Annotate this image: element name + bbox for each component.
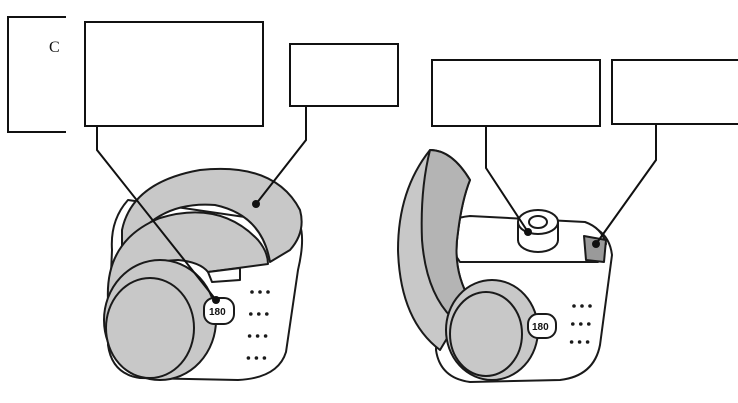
dose-counter-left: 180 <box>209 307 226 318</box>
vent-dot <box>580 304 584 308</box>
inhaler-closed-slot <box>207 267 241 283</box>
vent-dot <box>571 322 575 326</box>
leader-dot-3 <box>524 228 532 236</box>
vent-dot <box>257 312 261 316</box>
vent-dot <box>585 340 590 344</box>
vent-dot <box>262 356 267 360</box>
label-box-3 <box>431 59 601 127</box>
vent-dot <box>254 356 259 360</box>
vent-dot <box>265 312 269 316</box>
vent-dot <box>247 334 252 338</box>
leader-line-2 <box>255 106 307 205</box>
inhaler-open-grip-inner <box>449 291 523 377</box>
vent-dot <box>587 322 591 326</box>
inhaler-closed-grip-inner <box>105 277 195 379</box>
inhaler-closed <box>103 167 304 381</box>
leader-line-1 <box>96 126 217 301</box>
leader-dot-2 <box>252 200 260 208</box>
inhaler-open-cover-inner <box>420 149 471 319</box>
inhaler-open-mouthpiece-hole <box>528 215 548 229</box>
leader-line-3 <box>485 126 529 233</box>
vent-dot <box>263 334 268 338</box>
vent-dot <box>572 304 576 308</box>
label-box-partial <box>7 16 66 133</box>
vent-dot <box>258 290 262 294</box>
vent-dot <box>569 340 574 344</box>
leader-dot-1 <box>212 296 220 304</box>
vent-dot <box>255 334 260 338</box>
inhaler-closed-cover <box>121 167 303 263</box>
inhaler-open <box>397 149 613 383</box>
vent-dot <box>249 312 253 316</box>
inhaler-open-counter-window <box>527 313 557 339</box>
inhaler-closed-vents <box>246 290 270 360</box>
label-box-4 <box>611 59 738 125</box>
inhaler-open-grip-slot <box>583 235 607 263</box>
label-box-2 <box>289 43 399 107</box>
dose-counter-right: 180 <box>532 322 549 333</box>
leader-lines <box>96 106 657 301</box>
vent-dot <box>579 322 583 326</box>
vent-dot <box>588 304 592 308</box>
inhaler-open-vents <box>569 304 592 344</box>
leader-dot-4 <box>592 240 600 248</box>
label-box-partial-text: C <box>49 39 60 56</box>
vent-dot <box>266 290 270 294</box>
label-box-1 <box>84 21 264 127</box>
vent-dot <box>577 340 582 344</box>
vent-dot <box>250 290 254 294</box>
vent-dot <box>246 356 251 360</box>
leader-line-4 <box>595 124 657 245</box>
